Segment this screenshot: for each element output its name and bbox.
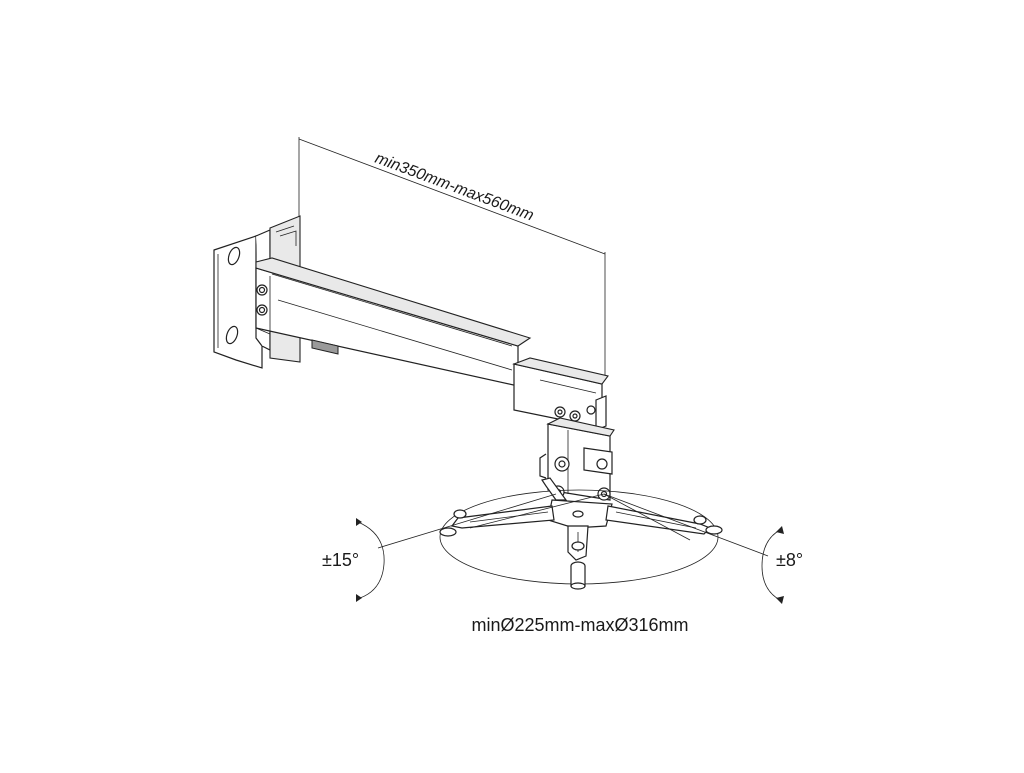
tilt-arrow-up (356, 518, 362, 526)
arm-length-label: min350mm-max560mm (373, 150, 536, 225)
tilt-angle-indicator: ±15° (322, 493, 557, 602)
swivel-angle-indicator: ±8° (603, 493, 803, 604)
tilt-joint (539, 417, 615, 501)
mounting-spider (439, 477, 723, 590)
extension-arm-outer (255, 257, 532, 387)
wall-plate-hole-top (227, 246, 241, 266)
wall-plate-hole-bottom (225, 325, 239, 345)
extension-arm-inner (512, 357, 609, 431)
swivel-arrow-down (776, 596, 784, 604)
spider-arm-left (450, 505, 555, 529)
tilt-angle-label: ±15° (322, 550, 359, 570)
tilt-arrow-down (356, 594, 362, 602)
swivel-arrow-up (776, 526, 784, 534)
foot-screw-left (453, 509, 467, 519)
plate-diameter-label: minØ225mm-maxØ316mm (471, 615, 688, 635)
foot-screw-right (693, 515, 707, 525)
swivel-angle-label: ±8° (776, 550, 803, 570)
spider-arm-top (541, 477, 568, 501)
